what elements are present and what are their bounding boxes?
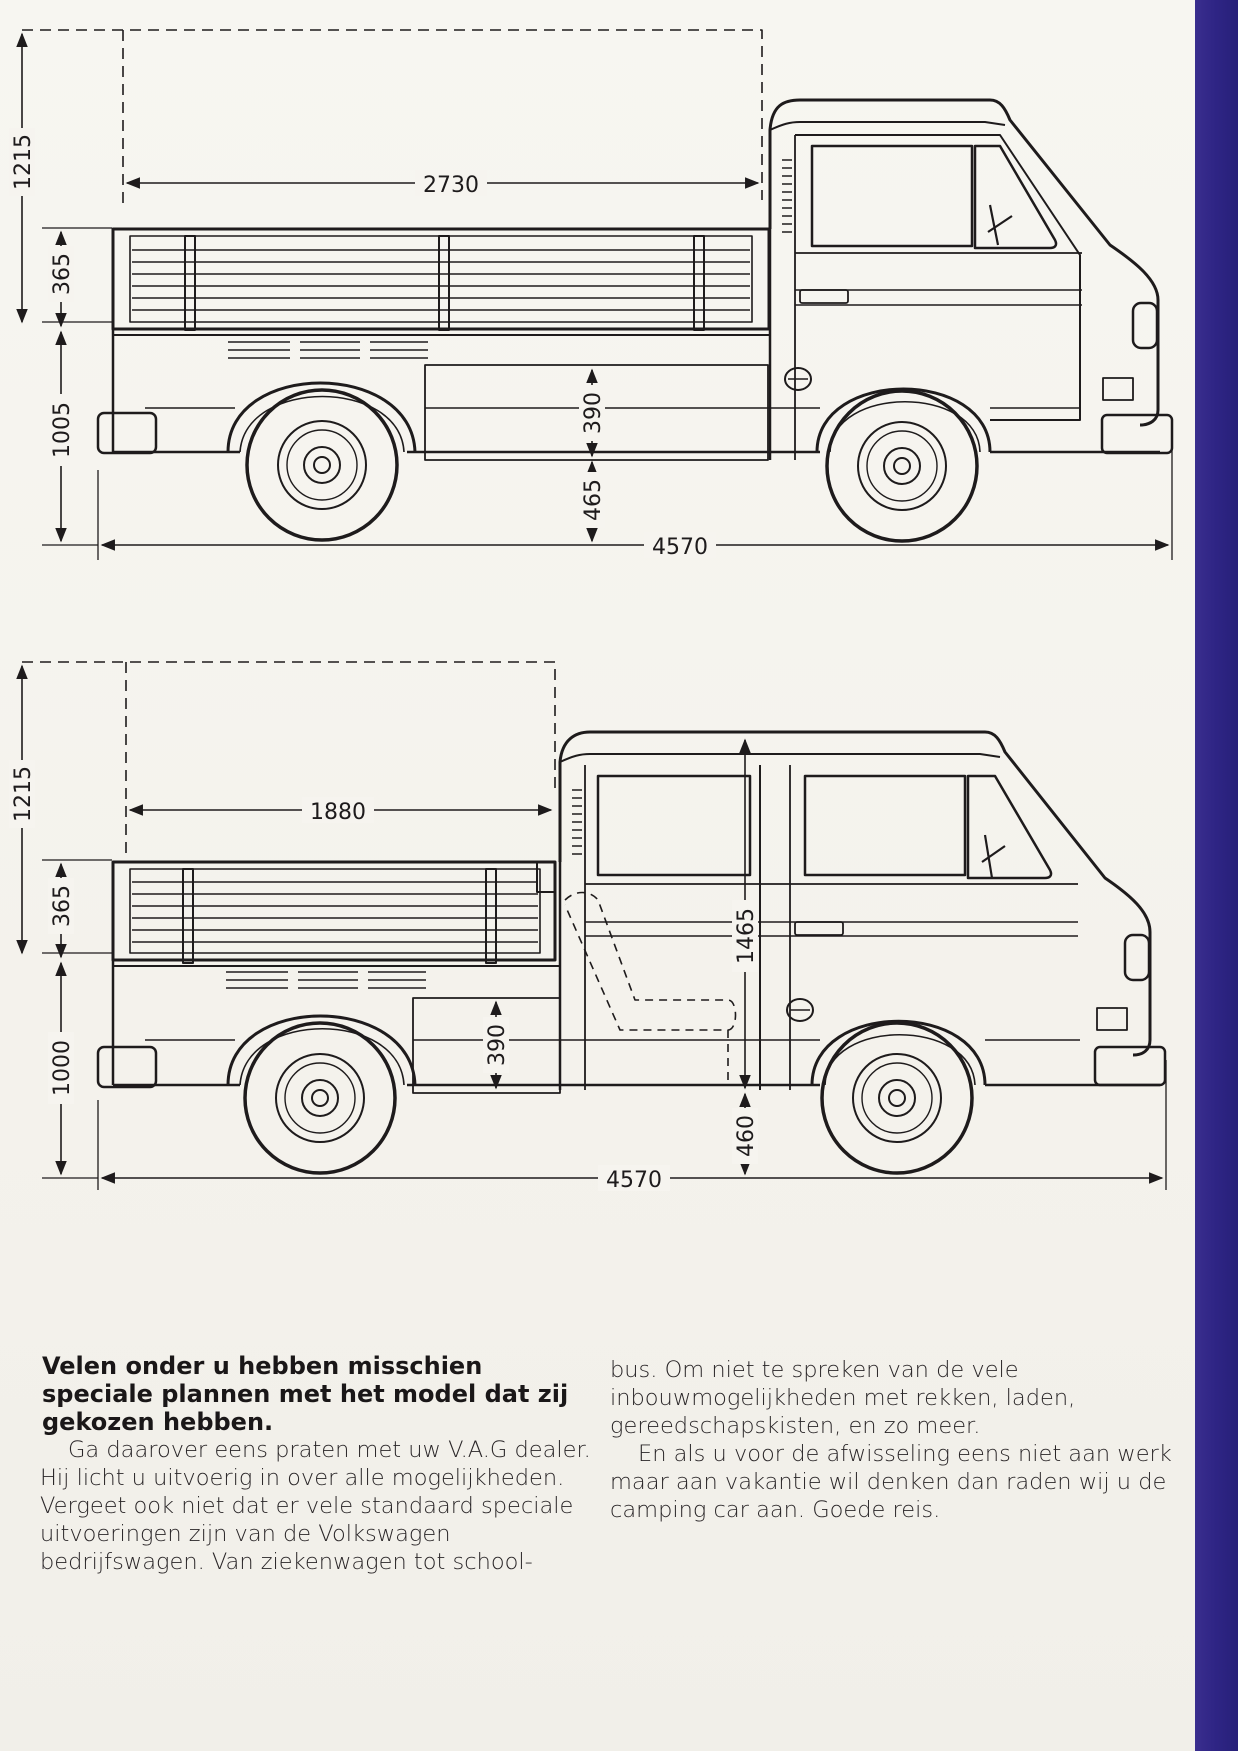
dim-floor-1005: 1005 <box>50 402 75 458</box>
dim-cargo-length-2730: 2730 <box>423 173 479 198</box>
text-column-right: bus. Om niet te spreken van de vele inbo… <box>610 1356 1180 1524</box>
dim-clearance-460: 460 <box>734 1115 759 1157</box>
dim-overall-length-4570: 4570 <box>652 535 708 560</box>
dim-height-1215: 1215 <box>11 134 36 190</box>
text-column-left: Velen onder u hebben misschien speciale … <box>40 1352 600 1576</box>
dim-clearance-465: 465 <box>581 479 606 521</box>
dim-overall-length-4570: 4570 <box>606 1168 662 1193</box>
vehicle-dimension-drawings: 2730 4570 1215 365 1005 390 465 <box>9 29 1174 1193</box>
single-cab-dimension-labels: 2730 4570 1215 365 1005 390 465 <box>9 128 716 560</box>
dim-cab-height-1465: 1465 <box>734 908 759 964</box>
dim-side-365: 365 <box>50 885 75 927</box>
right-paragraph-2: En als u voor de afwisseling eens niet a… <box>610 1441 1172 1523</box>
dim-height-1215: 1215 <box>11 766 36 822</box>
dim-side-365: 365 <box>50 253 75 295</box>
single-cab-pickup-drawing <box>16 29 1174 560</box>
dim-floor-1000: 1000 <box>50 1040 75 1096</box>
section-heading: Velen onder u hebben misschien speciale … <box>42 1352 569 1436</box>
double-cab-pickup-drawing <box>16 661 1167 1190</box>
page-edge-strip <box>1195 0 1238 1751</box>
dim-bed-390: 390 <box>581 392 606 434</box>
right-paragraph-1: bus. Om niet te spreken van de vele inbo… <box>610 1357 1076 1439</box>
dim-bed-390: 390 <box>485 1024 510 1066</box>
dim-cargo-length-1880: 1880 <box>310 800 366 825</box>
double-cab-dimension-labels: 1880 4570 1215 365 1000 390 1465 460 <box>9 760 759 1193</box>
left-paragraph: Ga daarover eens praten met uw V.A.G dea… <box>40 1437 591 1575</box>
